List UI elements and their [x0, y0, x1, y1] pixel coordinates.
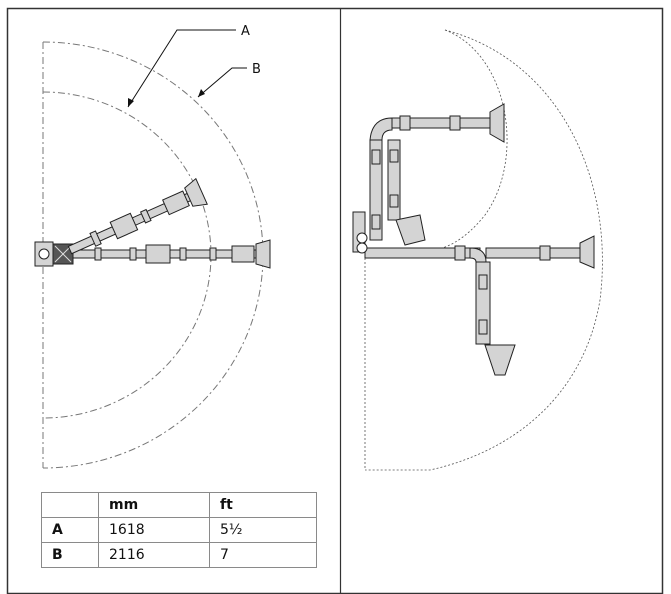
table-row: A 1618 5½: [41, 517, 317, 543]
table-row: B 2116 7: [41, 542, 317, 568]
dimension-table: mm ft A 1618 5½ B 2116 7: [41, 492, 317, 568]
row-ft: 5½: [209, 517, 317, 543]
inner-coverage-arc: [429, 29, 508, 251]
radius-b-arc: [42, 41, 264, 469]
right-arms: [352, 103, 595, 376]
row-ft: 7: [209, 542, 317, 568]
right-panel-coverage: [364, 29, 603, 471]
arm-angled: [67, 177, 208, 255]
row-mm: 2116: [98, 542, 210, 568]
outer-coverage-arc: [365, 29, 603, 471]
table-header-blank: [41, 492, 99, 518]
table-header-ft: ft: [209, 492, 317, 518]
callout-a: A: [127, 24, 250, 108]
arm-extended: [72, 239, 271, 269]
callout-b: B: [197, 62, 261, 98]
callout-a-label: A: [241, 24, 250, 39]
row-key: B: [41, 542, 99, 568]
table-header-row: mm ft: [41, 492, 317, 518]
wall-bracket: [34, 241, 74, 267]
table-header-mm: mm: [98, 492, 210, 518]
callout-b-label: B: [252, 62, 261, 77]
row-mm: 1618: [98, 517, 210, 543]
row-key: A: [41, 517, 99, 543]
